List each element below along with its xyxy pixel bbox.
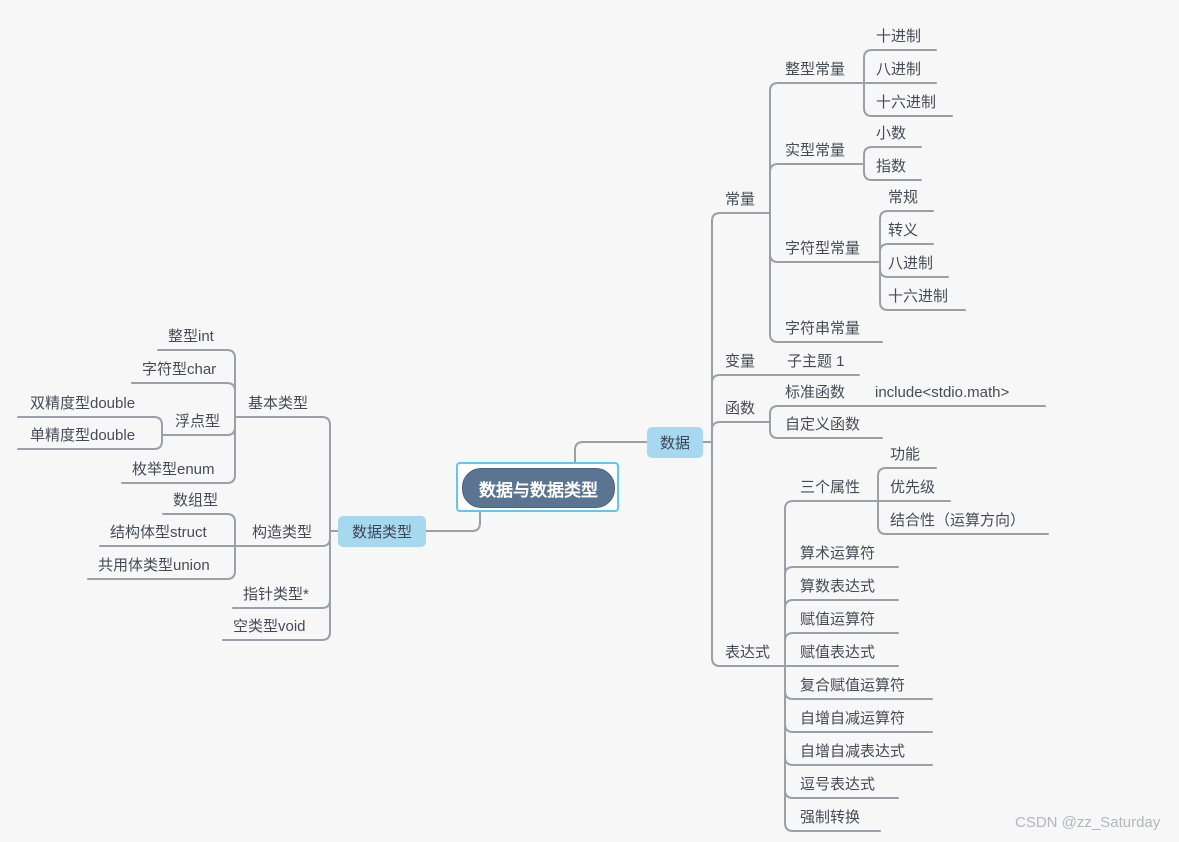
topic-enum-type[interactable]: 枚举型enum — [132, 461, 215, 478]
topic-function[interactable]: 函数 — [725, 400, 756, 417]
topic-array-type[interactable]: 数组型 — [173, 492, 219, 509]
topic-real-const[interactable]: 实型常量 — [785, 142, 846, 159]
topic-assign-op[interactable]: 赋值运算符 — [800, 611, 876, 628]
topic-union-type[interactable]: 共用体类型union — [98, 557, 210, 574]
topic-int-const[interactable]: 整型常量 — [785, 61, 846, 78]
topic-pointer-type[interactable]: 指针类型* — [243, 586, 309, 603]
topic-assign-expr[interactable]: 赋值表达式 — [800, 644, 876, 661]
topic-comma-expr[interactable]: 逗号表达式 — [800, 776, 876, 793]
root-topic[interactable]: 数据与数据类型 — [462, 468, 615, 508]
topic-escape[interactable]: 转义 — [888, 222, 919, 239]
topic-feature[interactable]: 功能 — [890, 446, 921, 463]
branch-data-type[interactable]: 数据类型 — [338, 516, 426, 547]
topic-constructed-type[interactable]: 构造类型 — [252, 524, 313, 541]
topic-single-type[interactable]: 单精度型double — [30, 427, 136, 444]
topic-octal[interactable]: 八进制 — [876, 61, 922, 78]
topic-priority[interactable]: 优先级 — [890, 479, 936, 496]
topic-incdec-op[interactable]: 自增自减运算符 — [800, 710, 906, 727]
topic-custom-func[interactable]: 自定义函数 — [785, 416, 861, 433]
topic-constant[interactable]: 常量 — [725, 191, 756, 208]
topic-regular[interactable]: 常规 — [888, 189, 919, 206]
topic-float-type[interactable]: 浮点型 — [175, 413, 221, 430]
topic-variable[interactable]: 变量 — [725, 353, 756, 370]
topic-subtopic-1[interactable]: 子主题 1 — [787, 353, 845, 370]
topic-char-const[interactable]: 字符型常量 — [785, 240, 861, 257]
topic-fraction[interactable]: 小数 — [876, 125, 907, 142]
branch-data[interactable]: 数据 — [647, 427, 703, 458]
topic-exponent[interactable]: 指数 — [876, 158, 907, 175]
topic-arith-op[interactable]: 算术运算符 — [800, 545, 876, 562]
topic-three-attrs[interactable]: 三个属性 — [800, 479, 861, 496]
topic-std-func[interactable]: 标准函数 — [785, 384, 846, 401]
topic-cast[interactable]: 强制转换 — [800, 809, 861, 826]
topic-void-type[interactable]: 空类型void — [233, 618, 306, 635]
topic-include[interactable]: include<stdio.math> — [875, 384, 1010, 401]
topic-basic-type[interactable]: 基本类型 — [248, 395, 309, 412]
topic-associativity[interactable]: 结合性（运算方向） — [890, 512, 1026, 529]
topic-expression[interactable]: 表达式 — [725, 644, 771, 661]
topic-octal-2[interactable]: 八进制 — [888, 255, 934, 272]
topic-hex-2[interactable]: 十六进制 — [888, 288, 949, 305]
topic-string-const[interactable]: 字符串常量 — [785, 320, 861, 337]
topic-arith-expr[interactable]: 算数表达式 — [800, 578, 876, 595]
topic-int-type[interactable]: 整型int — [168, 328, 214, 345]
topic-double-type[interactable]: 双精度型double — [30, 395, 136, 412]
topic-compound-assign-op[interactable]: 复合赋值运算符 — [800, 677, 906, 694]
topic-hex[interactable]: 十六进制 — [876, 94, 937, 111]
topic-incdec-expr[interactable]: 自增自减表达式 — [800, 743, 906, 760]
topic-struct-type[interactable]: 结构体型struct — [110, 524, 207, 541]
csdn-watermark: CSDN @zz_Saturday — [1015, 814, 1161, 831]
topic-decimal[interactable]: 十进制 — [876, 28, 922, 45]
topic-char-type[interactable]: 字符型char — [142, 361, 217, 378]
